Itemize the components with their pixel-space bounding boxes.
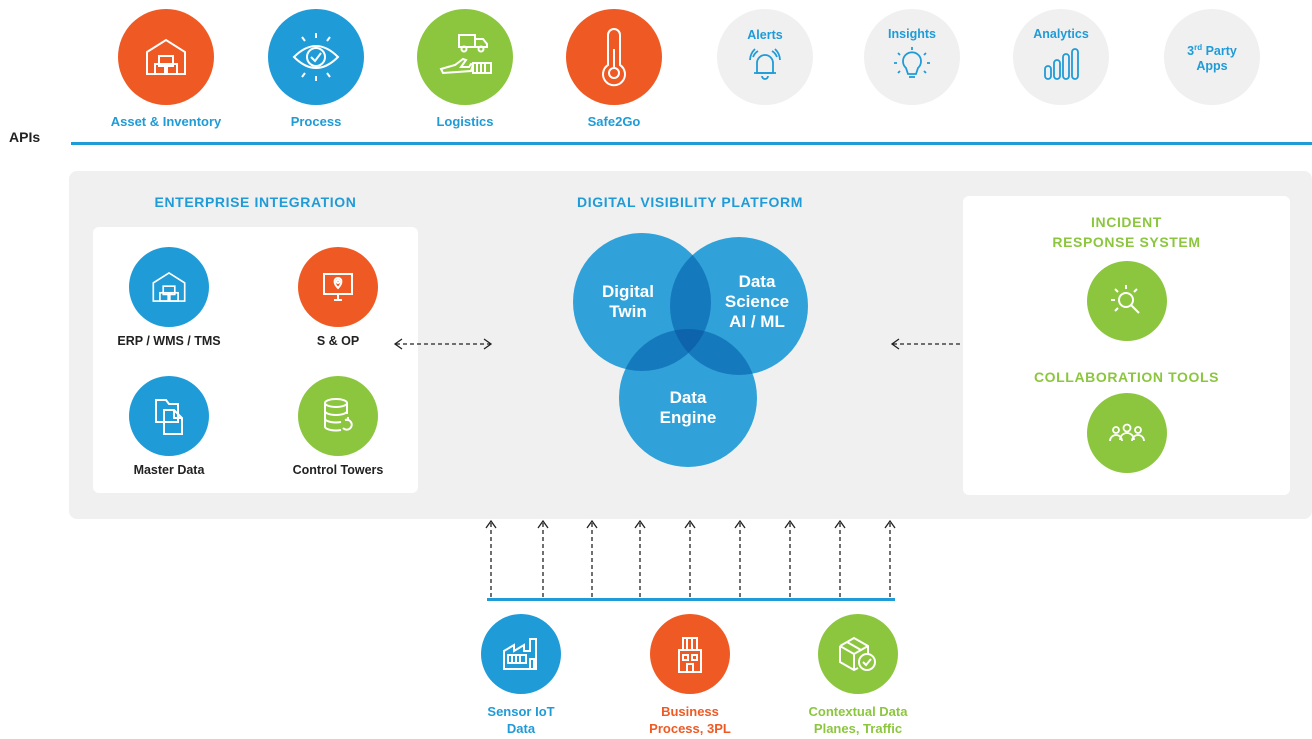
service-label: Alerts: [747, 27, 783, 42]
service-alerts[interactable]: Alerts: [717, 9, 813, 105]
box-check-icon: [818, 614, 898, 694]
truck-plane-icon: [417, 9, 513, 105]
enterprise-label: Control Towers: [292, 463, 384, 477]
service-label: Analytics: [1033, 26, 1089, 41]
service-label: Insights: [888, 26, 936, 41]
app-label: Logistics: [436, 114, 494, 129]
enterprise-label: Master Data: [133, 463, 205, 477]
factory-icon: [481, 614, 561, 694]
service-label: 3rd Party Apps: [1187, 42, 1237, 74]
platform-title: DIGITAL VISIBILITY PLATFORM: [577, 194, 803, 210]
enterprise-label: S & OP: [316, 334, 360, 348]
bell-icon: [747, 47, 783, 81]
app-label: Safe2Go: [587, 114, 641, 129]
collaboration-title: COLLABORATION TOOLS: [1033, 369, 1220, 385]
warehouse-icon: [129, 247, 209, 327]
magnify-sun-icon[interactable]: [1087, 261, 1167, 341]
building-icon: [650, 614, 730, 694]
apis-line: [71, 142, 1312, 145]
upward-arrows: [485, 519, 896, 599]
eye-check-icon: [268, 9, 364, 105]
warehouse-icon: [118, 9, 214, 105]
monitor-pin-icon: [298, 247, 378, 327]
sources-line: [487, 598, 895, 601]
bar-chart-icon: [1041, 46, 1081, 82]
enterprise-platform-arrow: [393, 338, 493, 350]
app-label: Asset & Inventory: [110, 114, 222, 129]
people-group-icon[interactable]: [1087, 393, 1167, 473]
service-insights[interactable]: Insights: [864, 9, 960, 105]
apis-label: APIs: [9, 129, 41, 145]
service-analytics[interactable]: Analytics: [1013, 9, 1109, 105]
app-label: Process: [290, 114, 342, 129]
database-sync-icon: [298, 376, 378, 456]
enterprise-title: ENTERPRISE INTEGRATION: [154, 194, 357, 210]
lightbulb-icon: [892, 46, 932, 82]
thermometer-icon: [566, 9, 662, 105]
venn-overlaps: [619, 237, 757, 375]
folders-icon: [129, 376, 209, 456]
service-third-party-apps[interactable]: 3rd Party Apps: [1164, 9, 1260, 105]
enterprise-label: ERP / WMS / TMS: [117, 334, 221, 348]
